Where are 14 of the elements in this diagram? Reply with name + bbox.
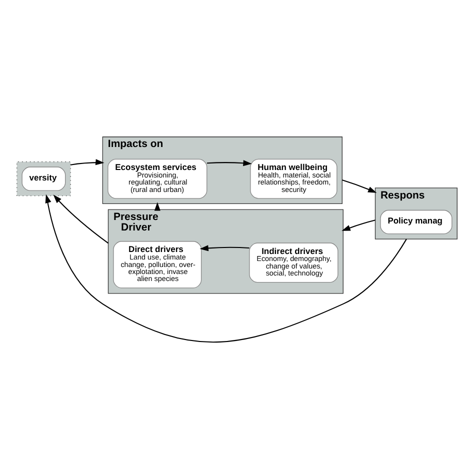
node-box: Human wellbeing Health, material, social relationships, freedom, security	[250, 158, 338, 199]
node-box: Ecosystem services Provisioning, regulating, cultural (rural and urban)	[108, 158, 208, 199]
arrow	[342, 220, 376, 231]
node-box: Direct drivers Land use, climate change, pollution, over-explotation, invase alien species	[113, 241, 202, 288]
arrow	[206, 160, 252, 166]
node-box: Indirect drivers Economy, demography, change of values, social, technology	[249, 242, 338, 283]
arrow	[53, 194, 109, 244]
node-box: versity	[22, 166, 66, 191]
arrow	[200, 245, 250, 252]
arrow	[70, 159, 104, 166]
arrow	[342, 179, 377, 193]
cluster	[16, 161, 71, 196]
arrow	[45, 194, 407, 342]
node-box: Policy manag	[380, 210, 452, 234]
